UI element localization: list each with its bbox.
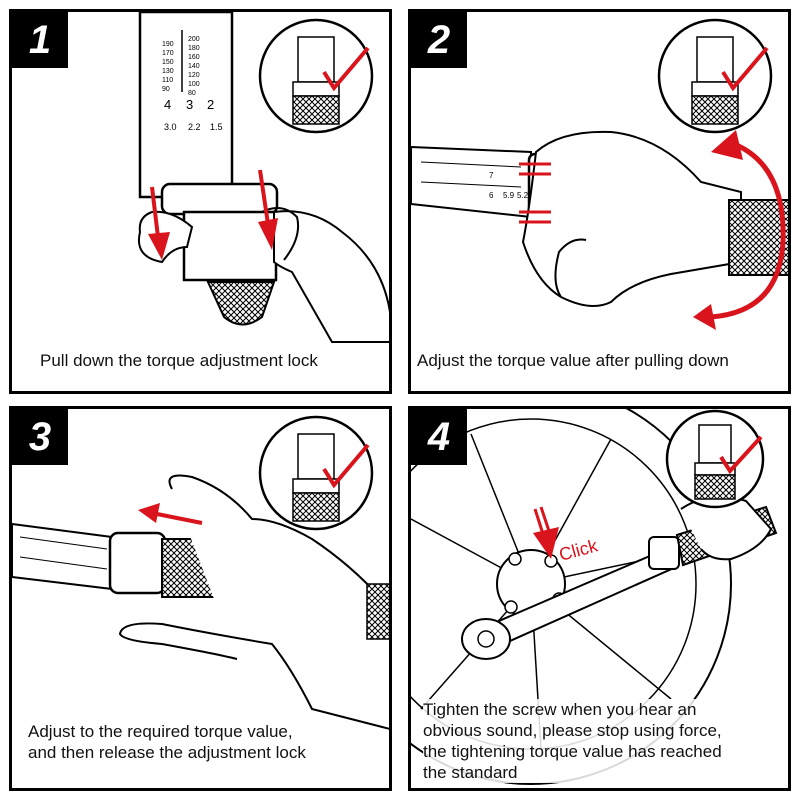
caption-line: the tightening torque value has reached	[423, 742, 722, 761]
down-arrow-icon	[258, 218, 278, 250]
step-number: 2	[427, 18, 451, 62]
caption-line: Pull down the torque adjustment lock	[40, 351, 318, 370]
scale-label: 170	[162, 50, 174, 57]
rotate-arrow-icon	[710, 139, 786, 320]
knurled-knob	[206, 281, 276, 326]
hand	[273, 210, 389, 343]
caption-line: and then release the adjustment lock	[28, 743, 306, 762]
wrench-handle	[12, 522, 113, 591]
left-arrow-icon	[151, 511, 203, 525]
thumb	[554, 238, 587, 298]
step-badge: 1	[12, 12, 68, 68]
check-mark-icon	[322, 46, 370, 92]
step-2-illustration: 7 6 5.9 5.2	[411, 18, 788, 330]
inset-scale	[297, 36, 335, 83]
lug-nut	[504, 600, 518, 614]
ratchet-drive	[477, 630, 495, 648]
step-caption: Adjust to the required torque value, and…	[28, 721, 378, 763]
caption-line: the standard	[423, 763, 518, 782]
scale-label: 110	[162, 77, 173, 84]
scale-label: 130	[162, 68, 174, 75]
scale-digit: 2	[207, 97, 214, 112]
hand	[521, 130, 742, 307]
adjustment-lock	[160, 182, 279, 216]
check-mark-icon	[322, 443, 370, 489]
adjustment-lock	[648, 536, 680, 570]
wrench-handle	[138, 12, 234, 199]
check-mark-icon	[721, 46, 769, 92]
inset-scale	[297, 433, 335, 480]
scale-line	[19, 556, 108, 570]
step-caption: Pull down the torque adjustment lock	[40, 350, 318, 371]
scale-label: 150	[162, 59, 174, 66]
caption-line: Tighten the screw when you hear an	[423, 700, 697, 719]
inset-knob	[292, 95, 340, 125]
click-label: Click	[557, 535, 601, 565]
scale-digit: 4	[164, 97, 171, 112]
scale-label: 5.9	[503, 191, 515, 200]
step-number: 1	[28, 18, 52, 62]
step-badge: 2	[411, 12, 467, 68]
step-4-illustration: Click	[411, 409, 778, 785]
inset-knob	[694, 474, 736, 500]
step-caption: Tighten the screw when you hear an obvio…	[423, 699, 788, 783]
scale-label: 180	[188, 45, 200, 52]
inset-knob	[292, 492, 340, 522]
step-badge: 3	[12, 409, 68, 465]
scale-label: 6	[489, 191, 494, 200]
step-1-illustration: 190 170 150 130 110 90 200 180 160 140 1…	[138, 12, 389, 343]
scale-line	[19, 536, 108, 550]
check-mark-icon	[719, 435, 763, 475]
inset-knob	[691, 95, 739, 125]
step-badge: 4	[411, 409, 467, 465]
scale-digit: 3	[186, 97, 193, 112]
down-arrow-icon	[539, 506, 551, 532]
scale-label: 140	[188, 63, 200, 70]
scale-label: 160	[188, 54, 200, 61]
step-2-panel: 2 7 6 5.9 5.2	[408, 9, 791, 394]
tire	[411, 409, 732, 785]
scale-label: 5.2	[517, 191, 529, 200]
down-arrow-icon	[533, 508, 545, 535]
step-number: 3	[28, 415, 52, 459]
adjustment-lock	[108, 531, 167, 595]
scale-label: 200	[188, 36, 200, 43]
scale-label: 7	[489, 171, 494, 180]
left-arrow-icon	[138, 503, 160, 523]
step-caption: Adjust the torque value after pulling do…	[417, 350, 729, 371]
scale-value: 3.0	[164, 122, 177, 132]
caption-line: obvious sound, please stop using force,	[423, 721, 722, 740]
rotate-arrow-icon	[711, 130, 743, 160]
rotate-arrow-icon	[693, 304, 716, 330]
down-arrow-icon	[148, 232, 170, 260]
caption-line: Adjust to the required torque value,	[28, 722, 293, 741]
down-arrow-icon	[258, 169, 270, 225]
step-3-illustration	[12, 415, 389, 730]
scale-value: 2.2	[188, 122, 201, 132]
step-4-panel: 4	[408, 406, 791, 791]
inset-scale	[696, 36, 734, 83]
lug-nut	[508, 552, 522, 566]
scale-label: 120	[188, 72, 200, 79]
scale-line	[420, 161, 522, 168]
step-3-panel: 3 Adjust to the required torque value, a…	[9, 406, 392, 791]
scale-value: 1.5	[210, 122, 223, 132]
scale-label: 190	[162, 41, 174, 48]
caption-line: Adjust the torque value after pulling do…	[417, 351, 729, 370]
scale-label: 80	[188, 90, 196, 97]
hand	[118, 474, 389, 730]
finger	[261, 207, 300, 261]
scale-label: 90	[162, 86, 170, 93]
scale-line	[420, 181, 522, 188]
inset-scale	[698, 424, 732, 464]
down-arrow-icon	[150, 186, 160, 238]
step-1-panel: 1 190 170 150 130 110 90 200 180 160 140…	[9, 9, 392, 394]
scale-label: 100	[188, 81, 200, 88]
down-arrow-icon	[533, 527, 559, 559]
handle-grip	[366, 583, 389, 640]
step-number: 4	[427, 415, 451, 459]
